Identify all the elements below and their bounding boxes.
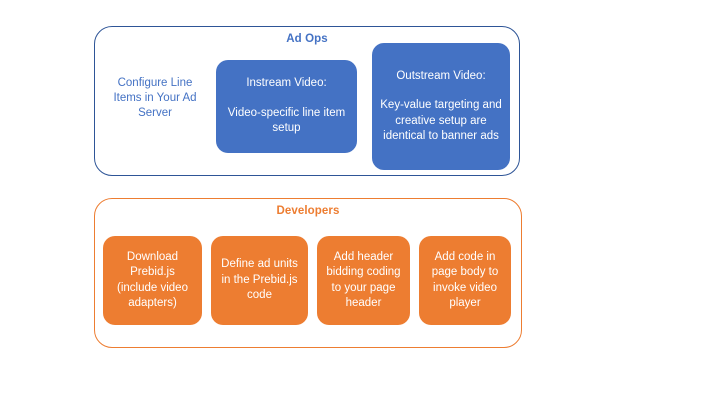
- node-download-prebid-body: Download Prebid.js (include video adapte…: [117, 250, 188, 310]
- node-instream-video: Instream Video: Video-specific line item…: [216, 60, 357, 153]
- node-add-page-body-code-body: Add code in page body to invoke video pl…: [431, 250, 499, 310]
- node-outstream-video-heading: Outstream Video:: [396, 69, 486, 82]
- node-download-prebid: Download Prebid.js (include video adapte…: [103, 236, 202, 325]
- node-instream-video-heading: Instream Video:: [246, 77, 327, 90]
- node-define-ad-units-body: Define ad units in the Prebid.js code: [221, 258, 298, 302]
- node-outstream-video: Outstream Video: Key-value targeting and…: [372, 43, 510, 170]
- node-add-page-body-code: Add code in page body to invoke video pl…: [419, 236, 511, 325]
- node-define-ad-units: Define ad units in the Prebid.js code: [211, 236, 308, 325]
- node-configure-line-items: Configure Line Items in Your Ad Server: [113, 76, 197, 119]
- node-add-header-bidding: Add header bidding coding to your page h…: [317, 236, 410, 325]
- group-title-developers: Developers: [276, 205, 340, 217]
- group-title-ad-ops: Ad Ops: [286, 33, 328, 45]
- node-instream-video-body: Video-specific line item setup: [227, 106, 346, 135]
- node-outstream-video-body: Key-value targeting and creative setup a…: [380, 99, 502, 142]
- node-add-header-bidding-body: Add header bidding coding to your page h…: [326, 250, 401, 310]
